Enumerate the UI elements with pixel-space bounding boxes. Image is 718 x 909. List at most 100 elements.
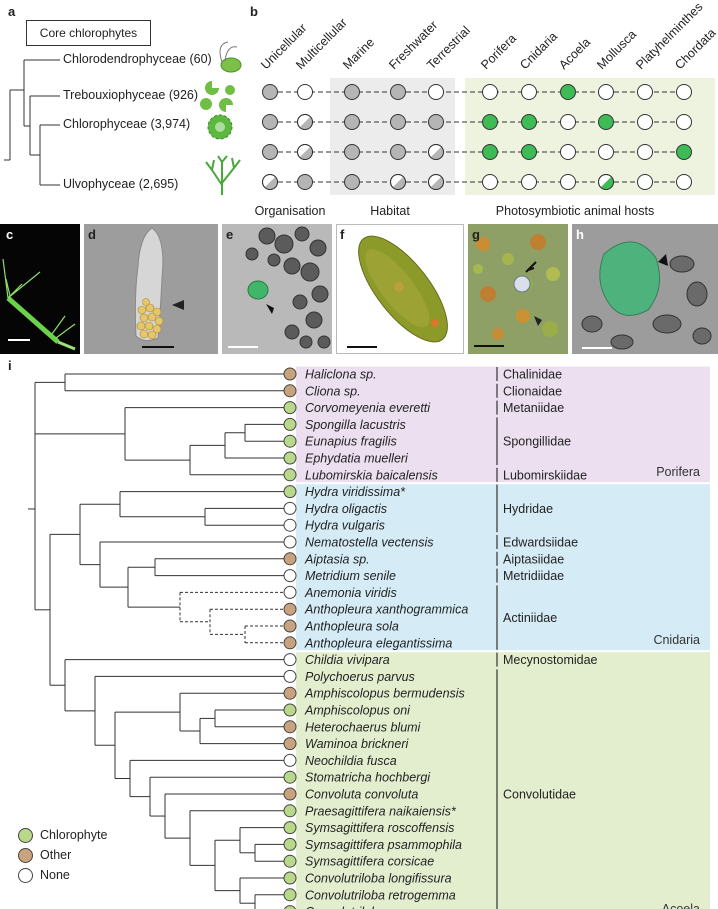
trait-cell-half <box>430 146 444 160</box>
family-name: Spongillidae <box>503 435 571 449</box>
class-label: Chlorodendrophyceae (60) <box>63 52 212 66</box>
species-name: Heterochaerus blumi <box>305 720 422 734</box>
family-name: Chalinidae <box>503 368 562 382</box>
trait-cell-circle <box>428 114 444 130</box>
column-header: Mollusca <box>594 27 639 72</box>
species-name: Symsagittifera psammophila <box>305 838 462 852</box>
trait-cell-half <box>392 176 406 190</box>
species-state-circle <box>283 787 297 801</box>
trait-cell-circle <box>521 114 537 130</box>
species-state-circle <box>283 703 297 717</box>
hosts-background <box>465 78 715 195</box>
legend-label: None <box>40 868 70 882</box>
trait-cell-circle <box>297 174 313 190</box>
trait-cell-circle <box>482 174 498 190</box>
species-name: Stomatricha hochbergi <box>305 771 431 785</box>
legend: Chlorophyte Other None <box>18 825 107 885</box>
species-state-circle <box>283 653 297 667</box>
photo-f-acoel <box>336 224 464 354</box>
column-header: Acoela <box>556 35 593 72</box>
species-name: Symsagittifera roscoffensis <box>305 821 454 835</box>
photo-c-hydra <box>0 224 80 354</box>
trait-cell-circle <box>521 174 537 190</box>
legend-chlorophyte-swatch <box>18 827 33 843</box>
species-state-circle <box>283 585 297 599</box>
trait-cell-circle <box>676 114 692 130</box>
trait-cell-circle <box>344 174 360 190</box>
phylum-band <box>296 652 710 909</box>
trait-cell-circle <box>344 84 360 100</box>
species-state-circle <box>283 871 297 885</box>
trait-cell-circle <box>482 84 498 100</box>
species-state-circle <box>283 619 297 633</box>
species-name: Nematostella vectensis <box>305 536 434 550</box>
species-state-circle <box>283 821 297 835</box>
species-name: Anthopleura sola <box>304 620 399 634</box>
ulvophyceae-icon <box>205 155 241 195</box>
species-state-circle <box>283 837 297 851</box>
species-name: Convolutriloba retrogemma <box>305 888 456 902</box>
species-state-circle <box>283 737 297 751</box>
panel-d-label: d <box>88 227 96 242</box>
trait-cell-circle <box>560 114 576 130</box>
species-name: Anthopleura xanthogrammica <box>304 603 468 617</box>
species-name: Polychoerus parvus <box>305 670 415 684</box>
trait-cell-circle <box>344 144 360 160</box>
species-name: Amphiscolopus oni <box>304 704 411 718</box>
species-name: Hydra oligactis <box>305 502 387 516</box>
species-state-circle <box>283 669 297 683</box>
trait-cell-half <box>299 146 313 160</box>
chlorophyceae-icon <box>207 114 233 140</box>
trait-cell-circle <box>428 84 444 100</box>
trait-cell-circle <box>521 84 537 100</box>
species-state-circle <box>283 636 297 650</box>
phylum-label: Porifera <box>656 465 700 479</box>
trait-cell-circle <box>297 84 313 100</box>
trait-cell-outline <box>297 114 313 130</box>
species-state-circle <box>284 905 296 909</box>
trait-cell-circle <box>676 144 692 160</box>
family-name: Metaniidae <box>503 401 564 415</box>
species-state-circle <box>283 468 297 482</box>
species-name: Anemonia viridis <box>304 586 397 600</box>
trait-cell-outline <box>428 144 444 160</box>
species-state-circle <box>283 602 297 616</box>
species-name: Lubomirskia baicalensis <box>305 468 438 482</box>
species-state-circle <box>283 401 297 415</box>
trait-cell-circle <box>390 114 406 130</box>
trait-cell-outline <box>297 144 313 160</box>
species-name: Metridium senile <box>305 569 396 583</box>
trebouxiophyceae-icon <box>200 81 235 112</box>
family-name: Edwardsiidae <box>503 536 578 550</box>
legend-label: Other <box>40 848 72 862</box>
phylum-band <box>296 366 710 483</box>
species-name: Cliona sp. <box>305 384 361 398</box>
phylum-band <box>296 484 710 651</box>
species-state-circle <box>283 552 297 566</box>
photo-g-tissue <box>468 224 568 354</box>
species-state-circle <box>283 384 297 398</box>
species-state-circle <box>283 518 297 532</box>
class-label: Trebouxiophyceae (926) <box>63 88 199 102</box>
species-name: Neochildia fusca <box>305 754 397 768</box>
photo-e-electron-micrograph <box>222 224 332 354</box>
trait-cell-half <box>299 116 313 130</box>
species-name: Convolutriloba longifissura <box>305 872 452 886</box>
column-header: Cnidaria <box>517 29 560 72</box>
column-header: Porifera <box>478 31 519 72</box>
family-name: Hydridae <box>503 502 553 516</box>
species-name: Hydra vulgaris <box>305 519 385 533</box>
species-state-circle <box>283 854 297 868</box>
species-name: Haliclona sp. <box>305 368 377 382</box>
trait-cell-circle <box>637 114 653 130</box>
chlorodendrophyceae-icon <box>219 41 242 73</box>
trait-cell-circle <box>482 114 498 130</box>
trait-cell-circle <box>262 144 278 160</box>
legend-label: Chlorophyte <box>40 828 108 842</box>
panel-e-label: e <box>226 227 234 242</box>
trait-cell-half <box>600 176 614 190</box>
family-name: Aiptasiidae <box>503 552 564 566</box>
column-header: Platyhelminthes <box>633 0 705 72</box>
